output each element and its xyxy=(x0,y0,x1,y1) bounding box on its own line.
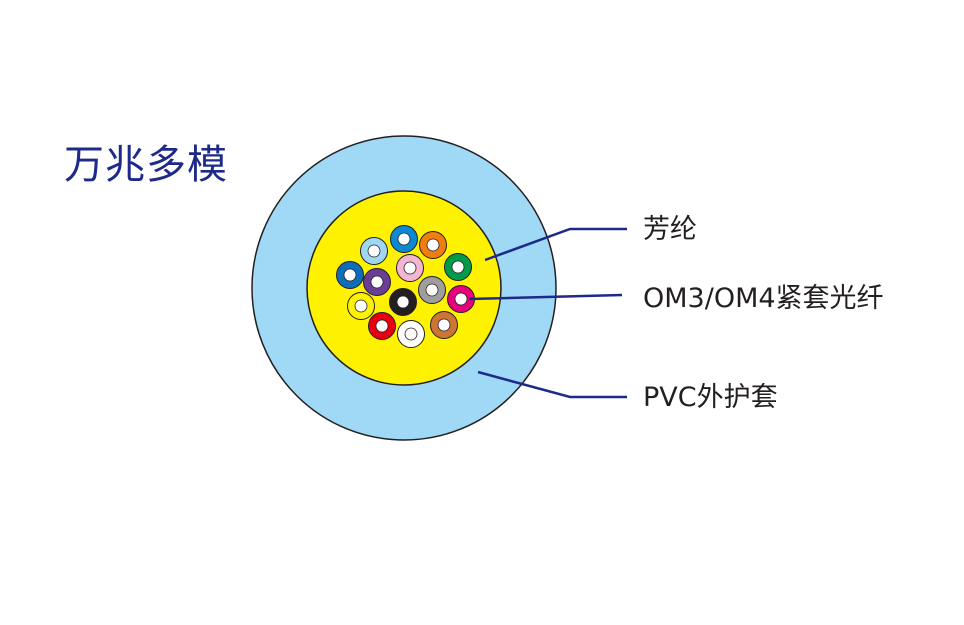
aramid-yarn-layer xyxy=(306,190,502,386)
fiber-green xyxy=(444,253,472,281)
label-aramid: 芳纶 xyxy=(643,214,697,245)
fiber-gray xyxy=(418,276,446,304)
fiber-red xyxy=(368,312,396,340)
fiber-core xyxy=(367,244,381,258)
label-tight-buffered-fiber: OM3/OM4紧套光纤 xyxy=(643,283,884,314)
label-pvc-jacket: PVC外护套 xyxy=(643,382,778,413)
page-title: 万兆多模 xyxy=(64,142,228,188)
fiber-core xyxy=(397,232,411,246)
fiber-core xyxy=(370,275,384,289)
fiber-orange xyxy=(419,231,447,259)
fiber-pink xyxy=(396,254,424,282)
fiber-core xyxy=(437,318,451,332)
fiber-core xyxy=(396,295,410,309)
leader-line-aramid xyxy=(484,227,627,262)
fiber-black xyxy=(389,288,417,316)
fiber-magenta xyxy=(447,285,475,313)
fiber-dark-blue xyxy=(336,261,364,289)
fiber-light-blue xyxy=(360,237,388,265)
fiber-core xyxy=(426,238,440,252)
tight-buffered-fibers xyxy=(336,225,475,348)
fiber-brown xyxy=(430,311,458,339)
fiber-core xyxy=(454,292,468,306)
fiber-purple xyxy=(363,268,391,296)
fiber-core xyxy=(404,327,418,341)
fiber-core xyxy=(425,283,439,297)
leader-line-jacket xyxy=(477,370,627,399)
fiber-core xyxy=(403,261,417,275)
fiber-blue xyxy=(390,225,418,253)
fiber-core xyxy=(451,260,465,274)
fiber-core xyxy=(343,268,357,282)
fiber-core xyxy=(354,299,368,313)
fiber-core xyxy=(375,319,389,333)
leader-line-fiber xyxy=(468,293,623,301)
fiber-yellow xyxy=(347,292,375,320)
fiber-white xyxy=(397,320,425,348)
